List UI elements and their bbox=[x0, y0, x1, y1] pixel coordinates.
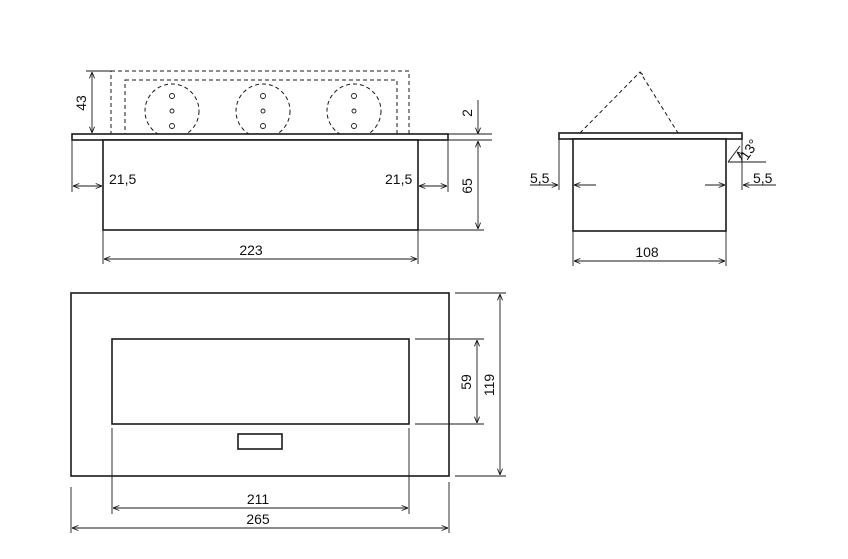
side-view: 5,5 5,5 13° 108 bbox=[530, 71, 776, 266]
side-body bbox=[572, 138, 727, 232]
dim-body-width: 223 bbox=[239, 242, 263, 258]
side-top-plate bbox=[558, 132, 743, 140]
dim-body-height: 65 bbox=[459, 178, 475, 194]
top-opening bbox=[111, 338, 410, 425]
side-open-lid bbox=[579, 71, 679, 134]
top-switch bbox=[237, 433, 283, 450]
front-view: 43 2 65 21,5 21,5 223 bbox=[71, 70, 492, 264]
dim-side-width: 108 bbox=[635, 244, 659, 260]
socket-1 bbox=[144, 83, 200, 139]
dim-plate-thickness: 2 bbox=[459, 109, 475, 117]
dim-frame-height: 119 bbox=[481, 374, 497, 397]
dim-side-angle: 13° bbox=[736, 136, 761, 163]
dim-opening-width: 211 bbox=[247, 491, 270, 507]
front-top-plate bbox=[71, 133, 449, 141]
dim-margin-right: 21,5 bbox=[385, 171, 412, 187]
dim-lid-height: 43 bbox=[73, 95, 89, 111]
dim-side-margin-left: 5,5 bbox=[530, 170, 550, 186]
socket-3 bbox=[326, 83, 382, 139]
dim-side-margin-right: 5,5 bbox=[753, 170, 773, 186]
dim-opening-height: 59 bbox=[458, 374, 474, 390]
dim-margin-left: 21,5 bbox=[109, 171, 136, 187]
top-view: 59 119 211 265 bbox=[70, 292, 506, 533]
front-body bbox=[102, 139, 419, 231]
front-raised-housing-outline bbox=[110, 70, 410, 135]
dim-frame-width: 265 bbox=[246, 511, 270, 527]
socket-2 bbox=[235, 83, 291, 139]
